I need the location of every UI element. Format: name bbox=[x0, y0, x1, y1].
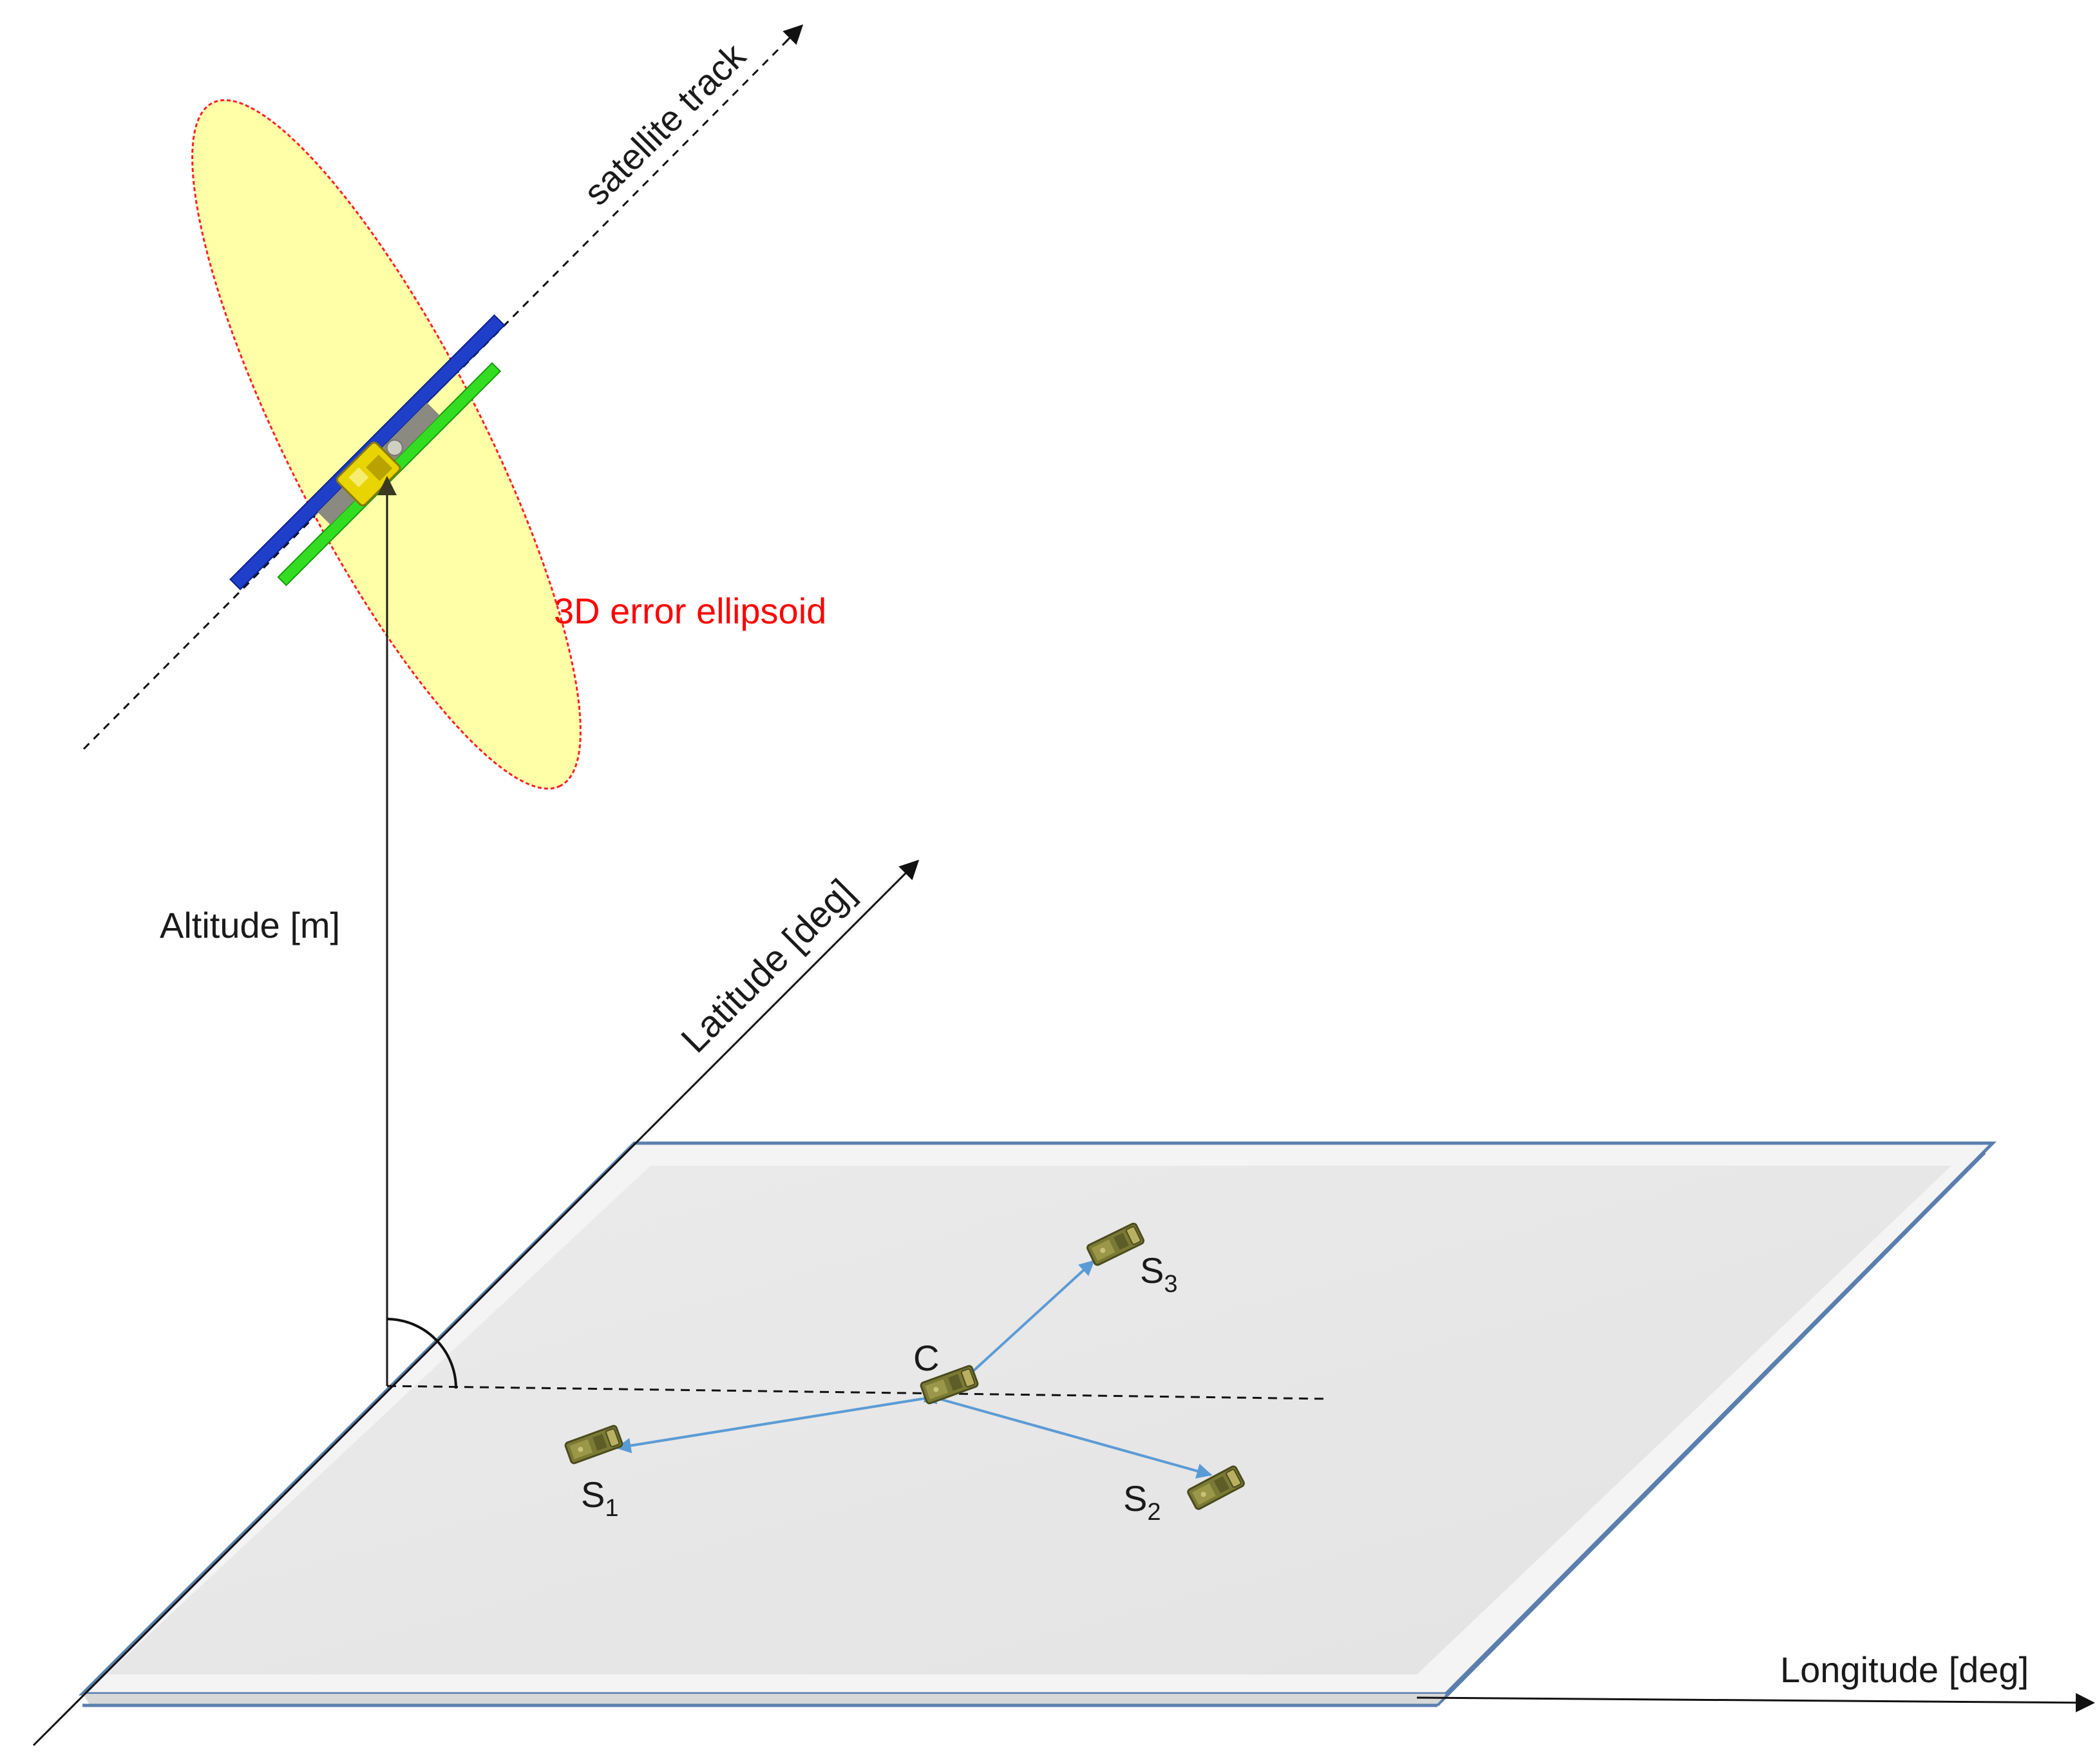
arrow-c-s3 bbox=[958, 1260, 1095, 1386]
satellite-track-label: satellite track bbox=[576, 35, 754, 213]
ground-plane-bottom bbox=[82, 1694, 1446, 1705]
latitude-axis-label: Latitude [deg] bbox=[673, 871, 863, 1061]
arrow-c-s2 bbox=[923, 1387, 1213, 1479]
satellite-icon bbox=[229, 314, 506, 591]
satellite-track-arrowhead bbox=[783, 24, 804, 45]
node-label-s2: S2 bbox=[1123, 1478, 1161, 1526]
altitude-axis-label: Altitude [m] bbox=[160, 905, 340, 945]
ground-plane bbox=[78, 1141, 1997, 1707]
angle-arc bbox=[386, 1318, 457, 1389]
longitude-axis-label: Longitude [deg] bbox=[1780, 1649, 2029, 1690]
arrow-c-s1 bbox=[615, 1389, 938, 1454]
distance-arrows bbox=[615, 1260, 1213, 1479]
error-ellipsoid-label: 3D error ellipsoid bbox=[554, 591, 826, 631]
node-label-c: C bbox=[913, 1338, 939, 1378]
ground-plane-surface bbox=[106, 1166, 1951, 1674]
node-label-s1: S1 bbox=[581, 1474, 619, 1522]
longitude-axis bbox=[1416, 1693, 2095, 1712]
latitude-axis bbox=[32, 859, 920, 1747]
node-label-s3: S3 bbox=[1140, 1250, 1178, 1298]
